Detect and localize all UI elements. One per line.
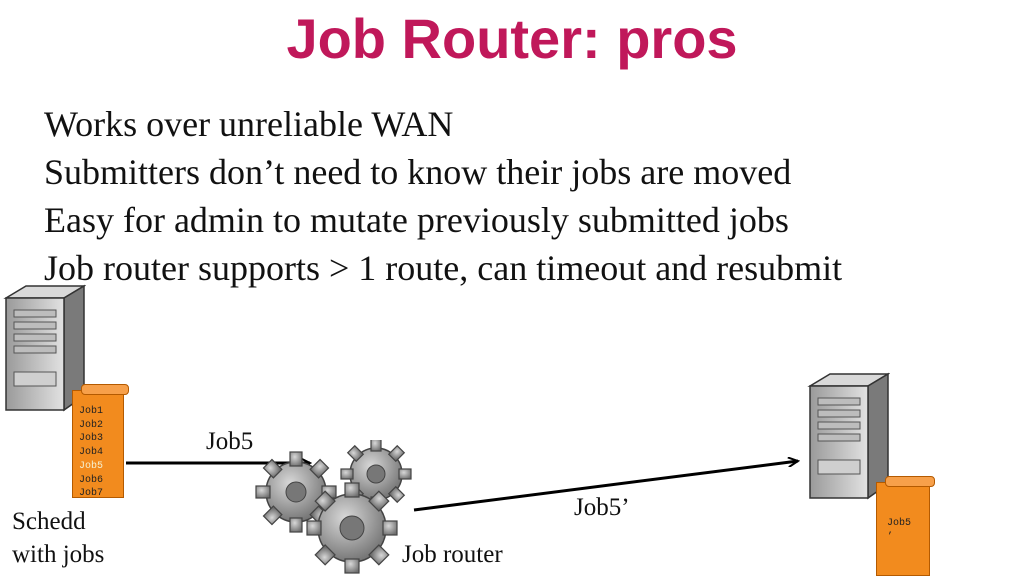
arrow-to-remote — [413, 461, 798, 512]
queue-job: Job2 — [79, 419, 104, 431]
remote-queue-job: Job5 — [887, 518, 912, 529]
queue-job: Job1 — [79, 406, 104, 417]
gears-icon — [255, 440, 412, 574]
bullet-item: Works over unreliable WAN — [44, 104, 454, 144]
schedd-label: Schedd with jobs — [12, 508, 105, 568]
schedd-job-queue: Job1 Job2 Job3 Job4 Job5 Job6 Job7 — [72, 384, 129, 500]
remote-server-icon — [807, 372, 890, 500]
queue-job: Job6 — [79, 474, 104, 486]
queue-job-highlighted: Job5 — [79, 460, 104, 472]
queue-job: Job7 — [79, 488, 104, 500]
queue-job: Job4 — [79, 447, 104, 459]
bullet-list: Works over unreliable WAN Submitters don… — [44, 100, 842, 292]
bullet-item: Job router supports > 1 route, can timeo… — [44, 248, 843, 288]
flow-label-job5-prime: Job5’ — [574, 494, 630, 521]
queue-job: Job3 — [79, 433, 104, 445]
remote-queue-job-prime: ’ — [887, 531, 894, 543]
slide-title: Job Router: pros — [286, 7, 738, 70]
bullet-item: Easy for admin to mutate previously subm… — [44, 200, 789, 240]
job-router-label: Job router — [402, 541, 503, 568]
schedd-server-icon — [3, 284, 86, 412]
flow-label-job5: Job5 — [206, 428, 254, 455]
remote-job-queue: Job5 ’ — [876, 476, 935, 576]
bullet-item: Submitters don’t need to know their jobs… — [44, 152, 792, 192]
